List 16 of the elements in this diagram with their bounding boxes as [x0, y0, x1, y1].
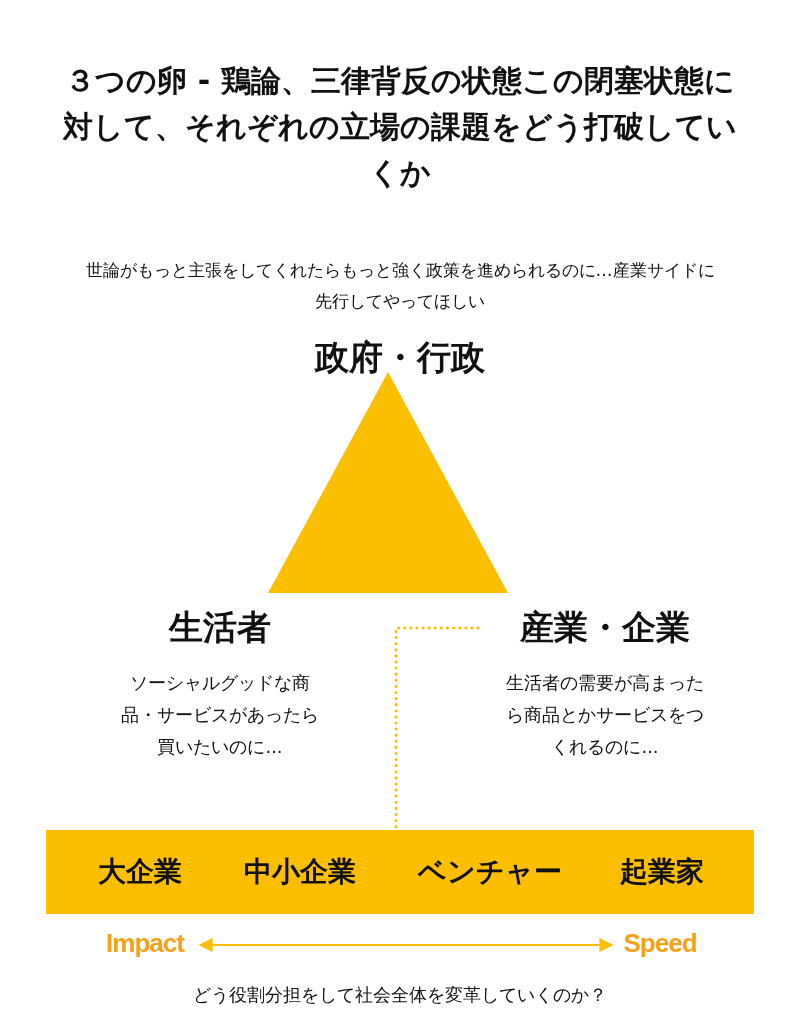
- heading: 産業・企業: [519, 606, 691, 649]
- quote-text: 世論がもっと主張をしてくれたらもっと強く政策を進められるのに…産業サイドに先行してやってほしい: [85, 259, 715, 313]
- band-label: 起業家: [619, 854, 705, 890]
- heading: 生活者: [167, 606, 272, 649]
- band-label: 大企業: [97, 854, 183, 890]
- title: ３つの卵 - 鶏論、三律背反の状態この閉塞状態に対して、それぞれの立場の課題をどう打破していくか: [61, 62, 738, 192]
- note-text: どう役割分担をして社会全体を変革していくのか？: [192, 983, 608, 1007]
- band-label: ベンチャー: [416, 854, 563, 890]
- heading: 政府・行政: [313, 336, 486, 379]
- band-label: 中小企業: [243, 854, 357, 890]
- band: [46, 830, 754, 914]
- axis-label: Impact: [105, 928, 186, 959]
- quote-text: ソーシャルグッドな商品・サービスがあったら買いたいのに...: [120, 671, 320, 759]
- quote-text: 生活者の需要が高まったら商品とかサービスをつくれるのに...: [505, 671, 705, 759]
- double-arrow: [198, 938, 614, 952]
- axis-label: Speed: [622, 928, 698, 959]
